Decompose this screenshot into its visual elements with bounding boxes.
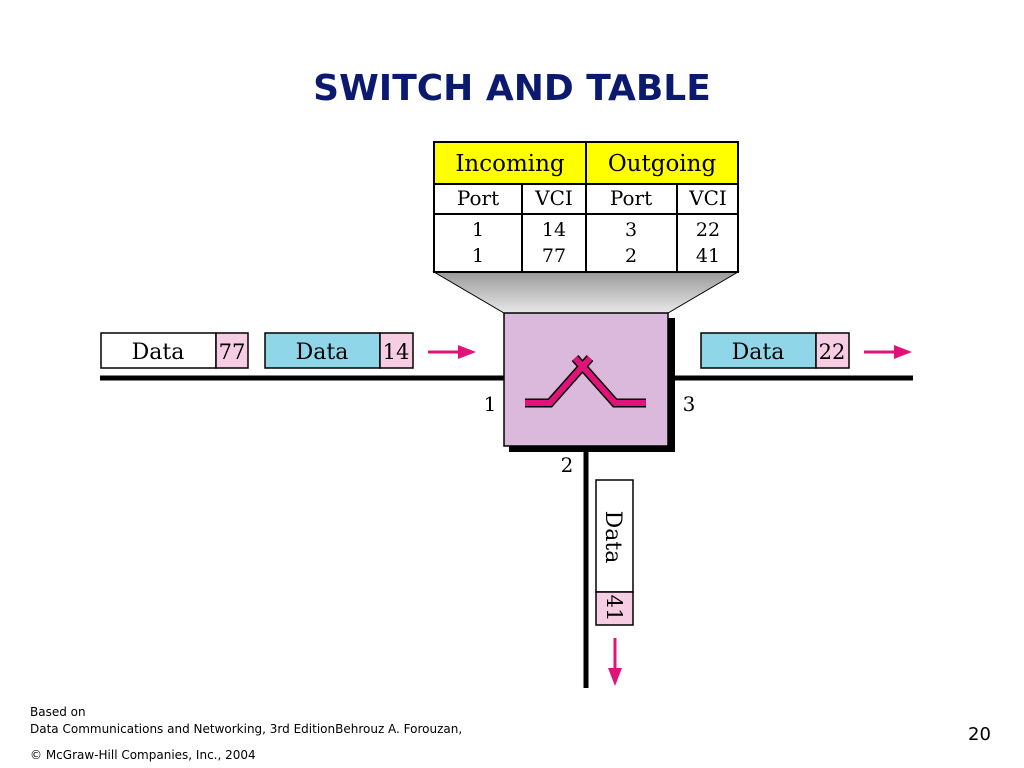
cell-vci-label: 22 [819,340,846,364]
port-label-3: 3 [683,392,696,416]
cell-in-14: Data 14 [264,332,414,369]
table-cell: 1 [472,219,484,241]
cell-data-label: Data [132,340,185,365]
cell-out-22: Data 22 [700,332,850,369]
column-header: VCI [534,186,573,210]
cell-data-label: Data [732,340,785,365]
table-cell: 22 [696,219,720,241]
table-cell: 41 [696,245,720,267]
footer-book-title: Data Communications and Networking, 3rd … [30,722,463,736]
table-cell: 1 [472,245,484,267]
cell-vci-label: 77 [219,340,246,364]
footer-copyright: © McGraw-Hill Companies, Inc., 2004 [30,748,256,762]
cell-in-77: Data 77 [100,332,249,369]
cell-data-label: Data [600,511,625,564]
cell-data-label: Data [296,340,349,365]
cell-vci-label: 14 [383,340,410,364]
group-header-incoming: Incoming [455,151,565,177]
arrow-right-icon [864,345,912,359]
column-header: VCI [688,186,727,210]
table-cell: 14 [542,219,566,241]
arrow-down-icon [608,638,622,686]
table-header-outgoing [585,141,739,185]
table-cell: 3 [625,219,637,241]
cell-out-41: Data 41 [595,479,634,626]
table-funnel [432,271,740,314]
switch-box [503,312,669,447]
cell-vci-label: 41 [602,595,626,622]
footer-based-on: Based on [30,705,86,719]
page-number: 20 [968,724,991,745]
port-label-2: 2 [561,453,574,477]
slide-title: SWITCH AND TABLE [313,68,711,109]
group-header-outgoing: Outgoing [608,151,717,177]
port-label-1: 1 [484,392,497,416]
column-header: Port [457,186,499,210]
switching-table: Incoming Outgoing Port VCI Port VCI 1 14… [433,141,739,273]
table-cell: 77 [542,245,566,267]
column-header: Port [610,186,652,210]
arrow-right-icon [428,345,476,359]
table-cell: 2 [625,245,637,267]
switch-symbol-icon [525,355,646,408]
table-header-incoming [433,141,587,185]
